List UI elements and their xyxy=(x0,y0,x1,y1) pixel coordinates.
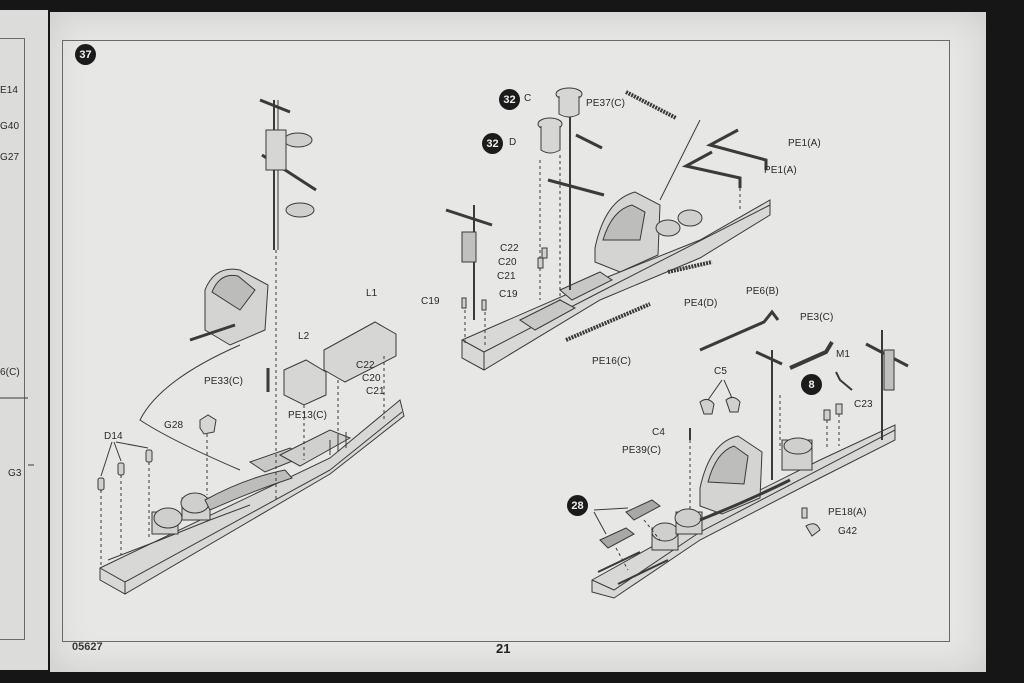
part-c23-a xyxy=(823,409,831,421)
part-l1 xyxy=(323,321,397,383)
part-c5-b xyxy=(725,396,741,413)
part-d14 xyxy=(97,441,153,565)
label-g42: G42 xyxy=(838,526,858,537)
label-c21-mid: C21 xyxy=(497,271,516,282)
label-d: D xyxy=(509,137,517,148)
part-g42 xyxy=(805,523,821,537)
part-32d xyxy=(537,117,563,154)
label-c19-left: C19 xyxy=(421,296,440,307)
parts-c19-c22-mid xyxy=(461,247,548,345)
label-c4: C4 xyxy=(652,427,665,438)
funnel-left xyxy=(139,268,269,471)
label-pe16c: PE16(C) xyxy=(592,356,632,367)
step-ref-badge-28: 28 xyxy=(567,495,588,516)
part-28-b xyxy=(625,499,661,521)
left-page-frame xyxy=(0,38,25,640)
part-l2 xyxy=(283,359,327,406)
label-pe39c: PE39(C) xyxy=(622,445,662,456)
mast-mid xyxy=(445,110,701,320)
part-m1 xyxy=(835,371,853,391)
part-32c xyxy=(555,87,583,118)
part-pe18 xyxy=(801,507,808,519)
label-pe4d: PE4(D) xyxy=(684,298,718,309)
left-label-g40: G40 xyxy=(0,121,20,132)
part-g28 xyxy=(199,414,217,435)
label-pe33c: PE33(C) xyxy=(204,376,244,387)
part-28-a xyxy=(599,527,635,549)
left-label-e14: E14 xyxy=(0,85,19,96)
step-ref-badge-32c: 32 xyxy=(499,89,520,110)
label-l2: L2 xyxy=(298,331,310,342)
part-pe4 xyxy=(667,260,713,274)
label-d14: D14 xyxy=(104,431,123,442)
label-g28: G28 xyxy=(164,420,184,431)
left-label-6c: 6(C) xyxy=(0,367,20,378)
left-page: E14 G40 G27 6(C) G3 xyxy=(0,10,48,670)
label-c: C xyxy=(524,93,532,104)
label-pe6b: PE6(B) xyxy=(746,286,779,297)
page-frame xyxy=(62,40,950,642)
step-ref-badge-32d: 32 xyxy=(482,133,503,154)
part-pe1-b xyxy=(681,150,742,188)
part-pe16 xyxy=(565,302,651,342)
midship-hull-assembly xyxy=(461,191,771,371)
mast-bow xyxy=(689,330,909,510)
step-number-badge: 37 xyxy=(75,44,96,65)
label-pe13c: PE13(C) xyxy=(288,410,328,421)
label-c20-mid: C20 xyxy=(498,257,517,268)
label-pe1a-upper: PE1(A) xyxy=(788,138,821,149)
part-pe37 xyxy=(625,90,677,120)
bow-hull-assembly xyxy=(591,424,896,599)
mast-left xyxy=(259,98,317,500)
label-m1: M1 xyxy=(836,349,851,360)
left-label-g27: G27 xyxy=(0,152,20,163)
part-pe1-a xyxy=(705,128,768,170)
part-c23-b xyxy=(835,403,843,415)
stern-hull-assembly xyxy=(99,399,405,595)
part-pe6 xyxy=(699,309,780,352)
label-c23: C23 xyxy=(854,399,873,410)
label-c21-left: C21 xyxy=(366,386,385,397)
page-number: 21 xyxy=(496,641,511,656)
part-pe3 xyxy=(789,340,834,370)
label-pe18a: PE18(A) xyxy=(828,507,867,518)
part-c5-a xyxy=(699,398,715,415)
label-c20-left: C20 xyxy=(362,373,381,384)
label-c22-mid: C22 xyxy=(500,243,519,254)
label-l1: L1 xyxy=(366,288,378,299)
label-c22-left: C22 xyxy=(356,360,375,371)
left-label-g3: G3 xyxy=(8,468,22,479)
label-pe3c: PE3(C) xyxy=(800,312,834,323)
label-pe1a-lower: PE1(A) xyxy=(764,165,797,176)
label-c5: C5 xyxy=(714,366,727,377)
label-pe37c: PE37(C) xyxy=(586,98,626,109)
step-ref-badge-8: 8 xyxy=(801,374,822,395)
page-code: 05627 xyxy=(72,641,103,653)
label-c19-right: C19 xyxy=(499,289,518,300)
